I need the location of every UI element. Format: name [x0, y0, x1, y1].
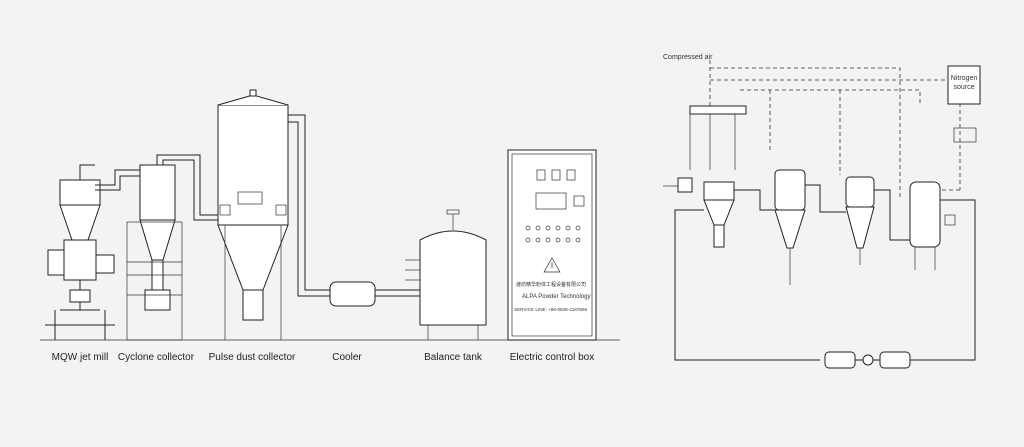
label-jet-mill: MQW jet mill [51, 352, 109, 363]
control-box-company-en: ALPA Powder Technology [522, 294, 591, 300]
jet-mill-drawing [45, 164, 115, 340]
label-control-box: Electric control box [509, 352, 595, 363]
label-cooler: Cooler [332, 352, 362, 363]
cooler-drawing [329, 281, 420, 307]
nitrogen-source-label: Nitrogen source [950, 75, 978, 91]
label-pulse-collector: Pulse dust collector [208, 352, 296, 363]
balance-tank-drawing [405, 209, 487, 340]
label-cyclone: Cyclone collector [117, 352, 195, 363]
control-box-hotline: SERVICE LINE: +86-0536-4187866 [514, 307, 588, 312]
control-box-company-cn: 潍坊精华粉体工程设备有限公司 [516, 282, 587, 288]
label-balance-tank: Balance tank [424, 352, 482, 363]
compressed-air-label: Compressed air [663, 54, 713, 61]
pulse-collector-drawing [217, 89, 330, 340]
cyclone-drawing [126, 154, 218, 341]
control-box-drawing [507, 149, 597, 341]
